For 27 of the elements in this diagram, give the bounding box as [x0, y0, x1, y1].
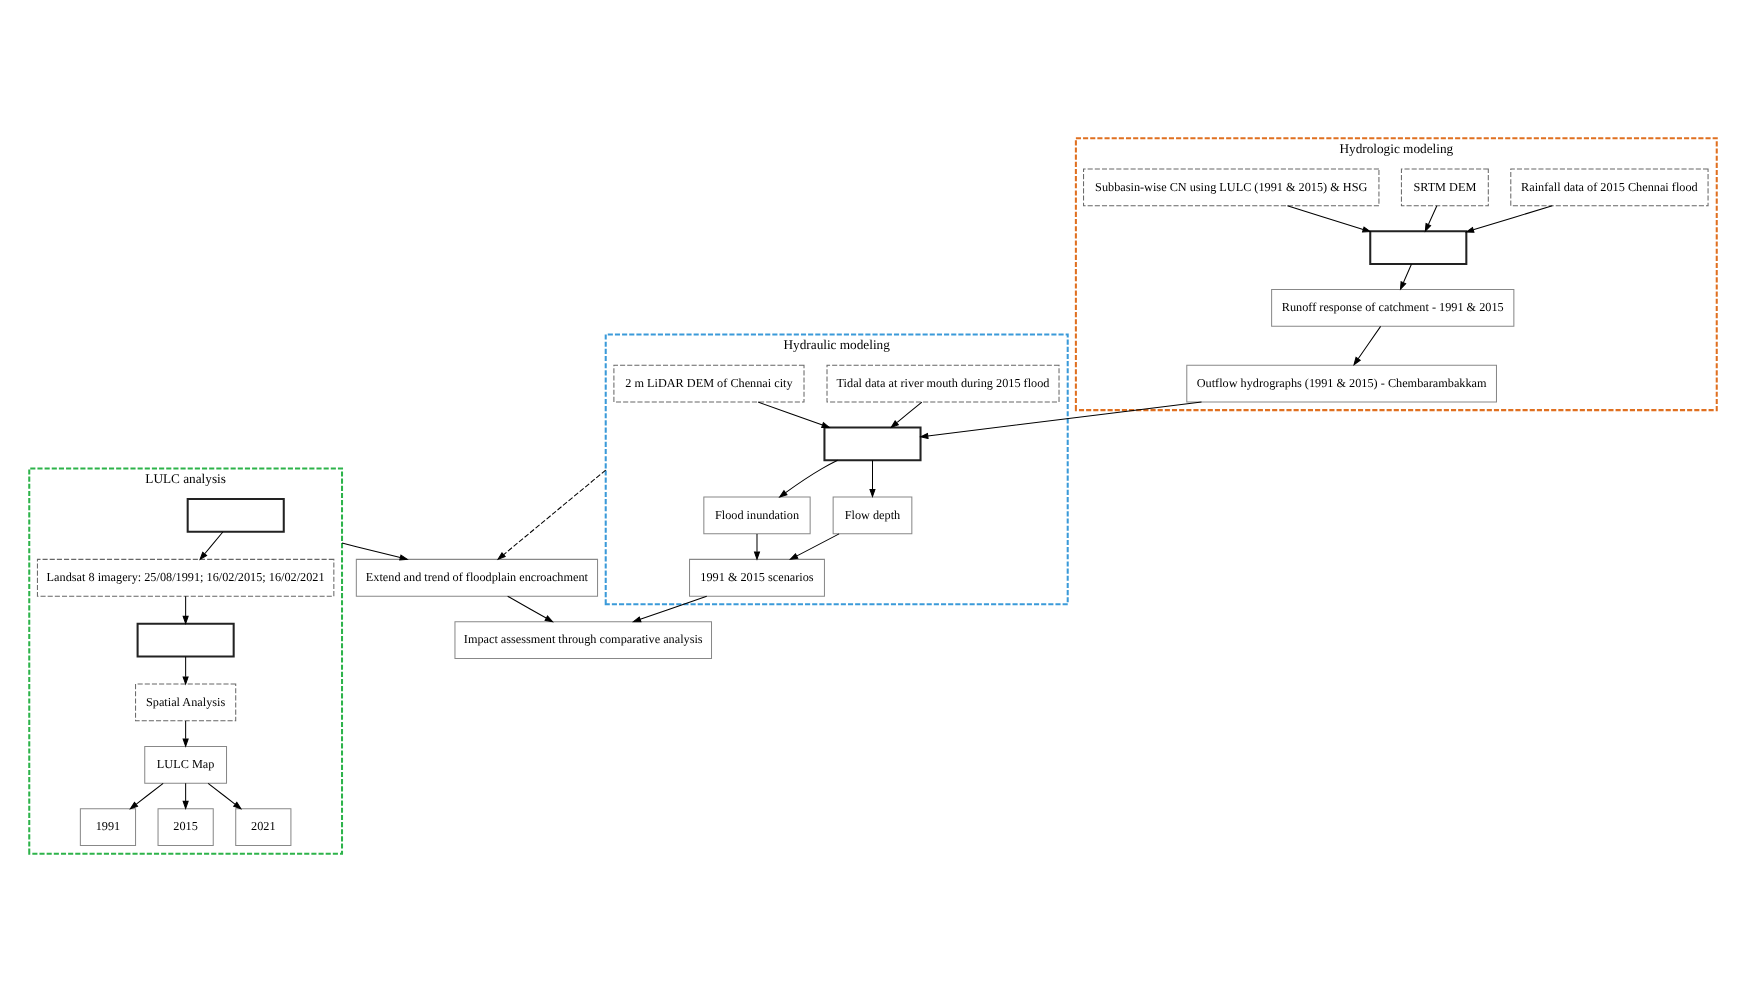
arrow — [753, 533, 761, 561]
node-box — [136, 622, 235, 658]
arrow — [631, 595, 708, 623]
arrow — [182, 720, 189, 748]
arrow — [919, 401, 1202, 440]
arrow — [182, 782, 189, 811]
arrow — [1353, 325, 1382, 366]
node-box — [1369, 230, 1468, 265]
arrow — [1424, 205, 1438, 233]
arrow — [757, 401, 831, 428]
arrow — [341, 542, 409, 561]
arrow — [1464, 205, 1553, 233]
arrow — [199, 531, 224, 561]
arrow — [1286, 205, 1372, 233]
arrow — [778, 459, 839, 498]
arrow — [869, 459, 876, 499]
arrow — [207, 782, 243, 810]
node-box — [823, 426, 922, 462]
arrow — [182, 595, 189, 626]
arrow — [890, 401, 923, 429]
arrow — [1399, 263, 1412, 291]
arrow — [129, 782, 164, 810]
arrow — [496, 469, 607, 561]
arrow — [182, 656, 189, 686]
arrow — [788, 533, 840, 561]
arrow — [507, 595, 554, 623]
node-box — [186, 498, 285, 533]
